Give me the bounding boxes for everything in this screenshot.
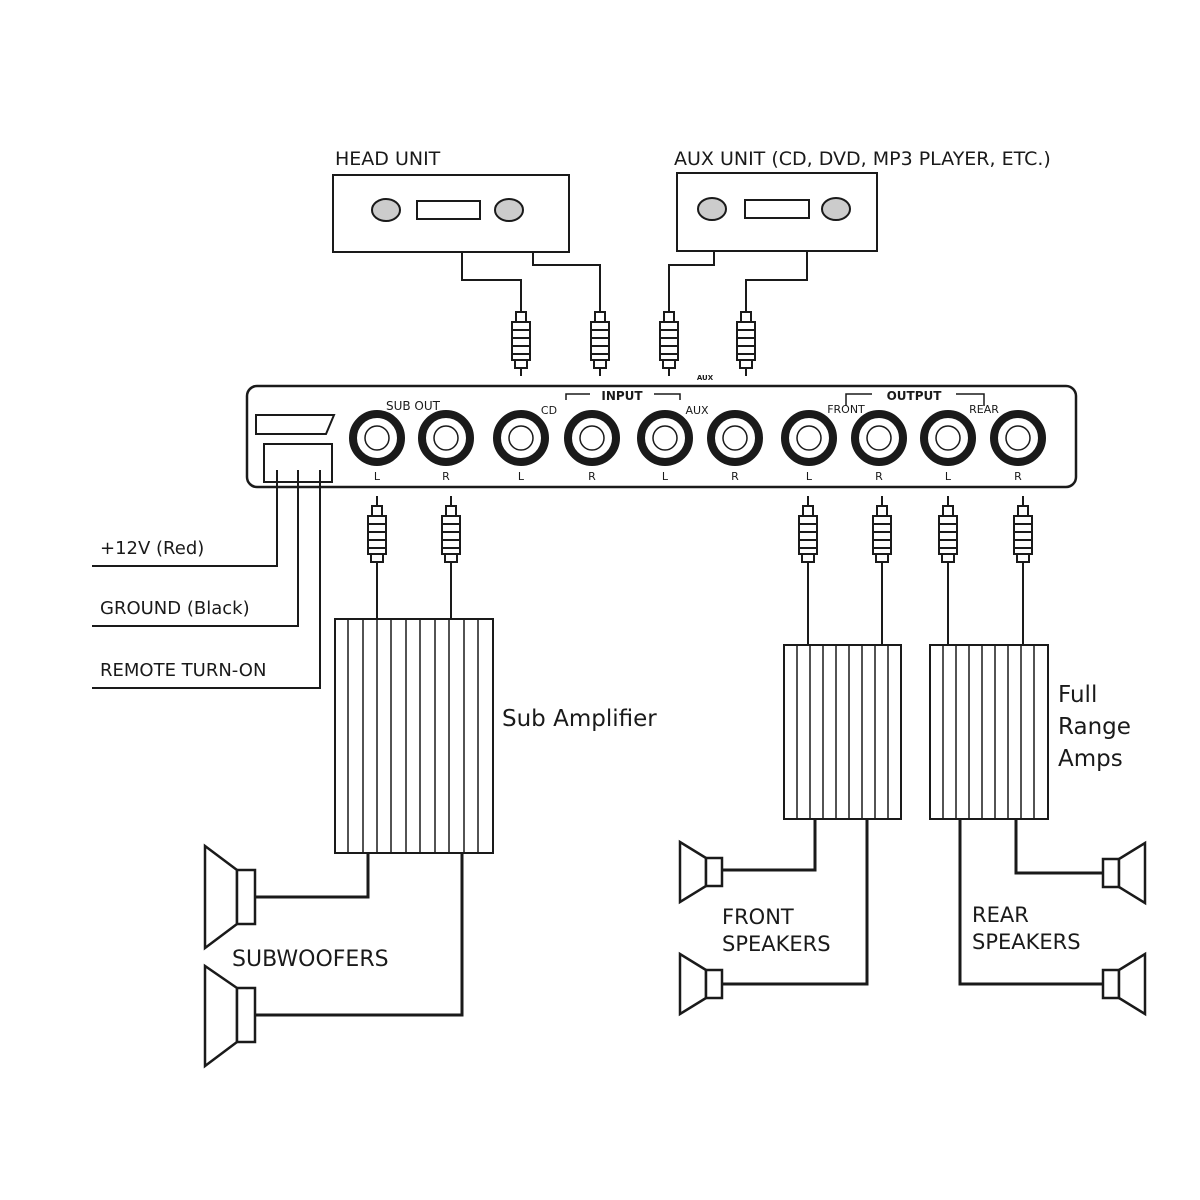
rca-plug-icon [441,495,461,571]
channel-label: L [662,470,669,483]
head-unit: HEAD UNIT [332,148,570,253]
head-unit-display [416,200,481,220]
full-range-label-line2: Range [1058,714,1131,740]
input-wires [461,251,808,302]
subwoofer-2-icon [203,963,257,1069]
rear-speaker-2-icon [1101,951,1147,1017]
remote-turn-on-label: REMOTE TURN-ON [100,660,266,681]
rca-plug-icon [872,495,892,571]
full-range-label-line3: Amps [1058,746,1123,772]
input-label: INPUT [601,389,643,403]
rear-speakers-label-line2: SPEAKERS [972,930,1081,954]
power-wires [92,470,321,689]
aux-input-r-jack [711,414,759,462]
rca-plug-icon [590,301,610,377]
aux-unit-knob-right-icon [821,197,851,221]
aux-unit-knob-left-icon [697,197,727,221]
channel-label: L [806,470,813,483]
channel-label: R [1014,470,1022,483]
channel-label: L [518,470,525,483]
rear-output-l-jack [924,414,972,462]
rca-plug-icon [511,301,531,377]
channel-label: R [588,470,596,483]
sub-amplifier [334,618,494,854]
output-wires [376,570,1024,645]
sub-amplifier-label: Sub Amplifier [502,706,657,732]
processor-unit: SUB OUT INPUT CD AUX AUX OUTPUT FRONT RE… [245,374,1078,489]
rear-speaker-1-icon [1101,840,1147,906]
aux-input-l-jack [641,414,689,462]
aux-small-label: AUX [697,374,714,382]
rear-amplifier [929,644,1049,820]
sub-out-label: SUB OUT [386,399,441,413]
aux-unit-label: AUX UNIT (CD, DVD, MP3 PLAYER, ETC.) [674,148,1051,170]
rca-plug-icon [659,301,679,377]
subwoofers-label: SUBWOOFERS [232,947,389,972]
front-output-r-jack [855,414,903,462]
rear-speakers-label-line1: REAR [972,903,1029,927]
channel-label: L [945,470,952,483]
subwoofer-1-icon [203,843,257,951]
aux-label: AUX [685,404,709,417]
sub-out-r-jack [422,414,470,462]
front-label: FRONT [827,403,865,416]
front-speaker-2-icon [678,951,724,1017]
rear-label: REAR [969,403,999,416]
rca-plug-icon [736,301,756,377]
head-unit-knob-right-icon [494,198,524,222]
rear-output-r-jack [994,414,1042,462]
aux-unit-display [744,199,810,219]
output-label: OUTPUT [887,389,943,403]
rca-plug-icon [367,495,387,571]
cd-input-r-jack [568,414,616,462]
front-speaker-1-icon [678,839,724,905]
ground-label: GROUND (Black) [100,598,250,619]
front-speakers-label-line2: SPEAKERS [722,932,831,956]
front-amplifier [783,644,902,820]
rca-plug-icon [1013,495,1033,571]
speaker-wires [255,819,1103,1017]
rca-plug-icon [798,495,818,571]
input-rca-plugs [511,301,756,377]
cd-label: CD [541,404,557,417]
sub-out-l-jack [353,414,401,462]
front-output-l-jack [785,414,833,462]
front-speakers-label-line1: FRONT [722,905,794,929]
head-unit-knob-left-icon [371,198,401,222]
aux-unit: AUX UNIT (CD, DVD, MP3 PLAYER, ETC.) [674,148,1051,252]
channel-label: L [374,470,381,483]
channel-label: R [442,470,450,483]
processor-logo-badge [255,414,336,435]
plus12v-label: +12V (Red) [100,538,204,559]
output-rca-plugs [367,495,1033,571]
head-unit-label: HEAD UNIT [335,148,441,170]
channel-label: R [731,470,739,483]
channel-label: R [875,470,883,483]
rca-plug-icon [938,495,958,571]
full-range-label-line1: Full [1058,682,1097,708]
cd-input-l-jack [497,414,545,462]
